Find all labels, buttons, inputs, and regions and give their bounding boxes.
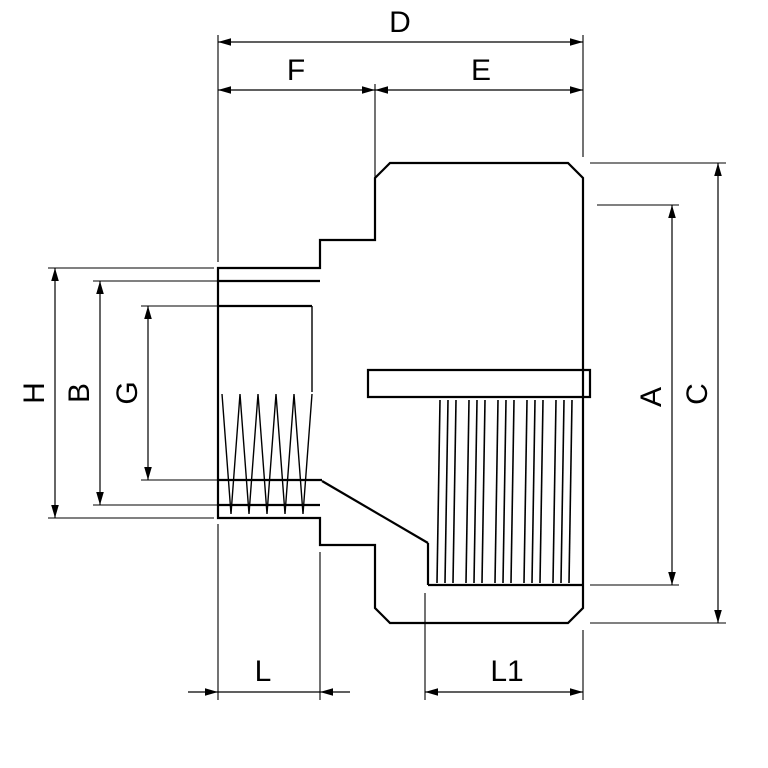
thread-turn-line [510,399,515,584]
right-thread-section [436,399,573,584]
left-thread-section [221,393,313,515]
thread-turn-line [552,399,557,584]
arrow [570,86,583,94]
arrow [218,86,231,94]
dim-label-c: C [681,383,714,405]
arrow [144,467,152,480]
thread-turn-line [473,399,478,584]
dimension-lines [54,41,719,693]
thread-turn-line [452,399,457,584]
arrow [570,38,583,46]
arrow [570,688,583,696]
fitting-outer-contour [216,161,585,625]
dim-label-f: F [287,54,305,87]
collar-band [366,368,592,399]
transition-cone [321,480,429,544]
left-thread-profile [221,393,313,515]
arrow [96,281,104,294]
arrowheads [51,38,722,696]
thread-turn-line [523,399,528,584]
arrow [425,688,438,696]
arrow [96,492,104,505]
thread-turn-line [465,399,470,584]
arrow [375,86,388,94]
arrow [205,688,218,696]
dimension-labels: D F E H B G A C L L1 [18,6,714,688]
arrow [714,610,722,623]
thread-turn-line [481,399,486,584]
thread-turn-line [568,399,573,584]
arrow [218,38,231,46]
dim-label-e: E [471,54,491,87]
arrow [714,163,722,176]
thread-turn-line [531,399,536,584]
arrow [51,268,59,281]
dim-label-l1: L1 [490,655,523,688]
fitting-body [216,161,592,625]
dim-label-b: B [63,383,96,403]
arrow [668,572,676,585]
dim-label-a: A [635,387,668,407]
thread-turn-line [494,399,499,584]
arrow [668,205,676,218]
arrow [51,505,59,518]
thread-turn-line [502,399,507,584]
dim-label-g: G [111,381,144,404]
thread-turn-line [560,399,565,584]
arrow [144,306,152,319]
dim-label-l: L [255,655,272,688]
dim-label-d: D [389,6,411,39]
dim-label-h: H [18,382,51,404]
thread-turn-line [444,399,449,584]
arrow [362,86,375,94]
extension-lines [48,35,726,700]
arrow [320,688,333,696]
thread-turn-line [539,399,544,584]
thread-turn-line [436,399,441,584]
